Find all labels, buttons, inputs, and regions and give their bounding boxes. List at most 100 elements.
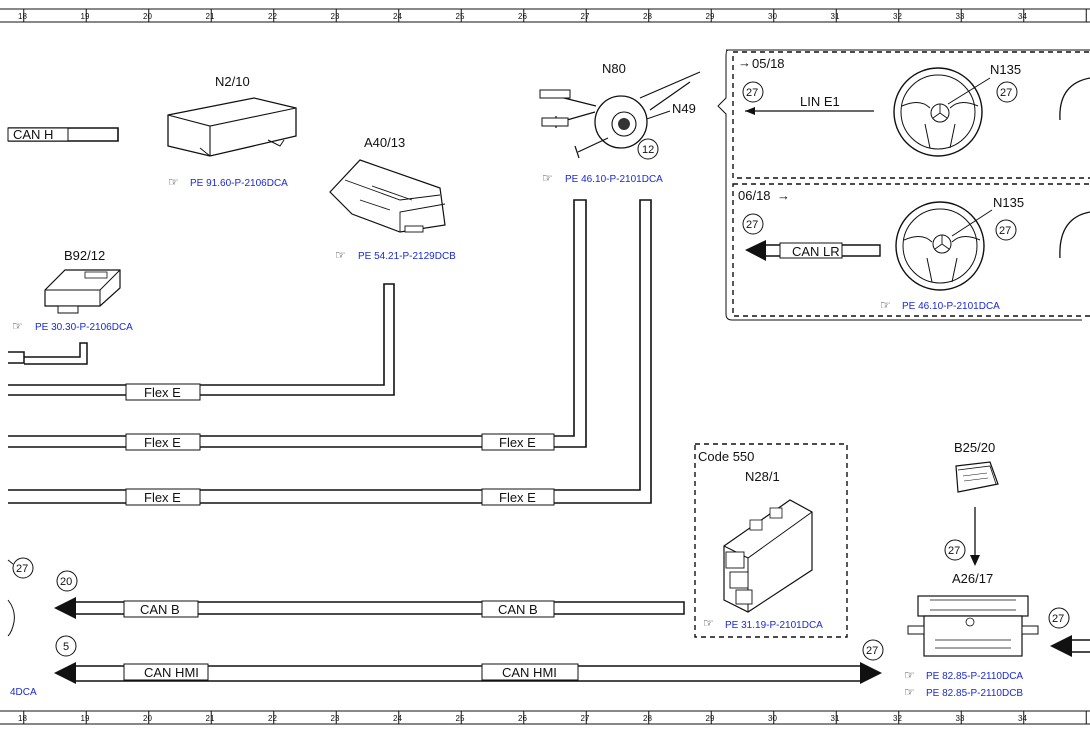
svg-text:27: 27 xyxy=(999,225,1011,237)
n80-component[interactable]: N80 N49 12 ☞ PE 46.10-P-2101DCA xyxy=(539,61,701,185)
ruler-number: 27 xyxy=(581,12,590,21)
circle-ref-27[interactable]: 27 xyxy=(862,639,884,661)
ruler-number: 24 xyxy=(393,12,402,21)
svg-text:☞: ☞ xyxy=(12,319,23,333)
circle-ref-27[interactable]: 27 xyxy=(944,539,966,561)
reference-icon: ☞ xyxy=(335,248,346,262)
circle-ref-27[interactable]: 27 xyxy=(12,557,34,579)
svg-text:27: 27 xyxy=(948,545,960,557)
circle-ref-20[interactable]: 20 xyxy=(56,570,78,592)
ruler-number: 20 xyxy=(143,12,152,21)
ruler-number: 32 xyxy=(893,12,902,21)
circle-ref-27[interactable]: 27 xyxy=(996,81,1018,103)
n2-10-component[interactable]: N2/10 ☞ PE 91.60-P-2106DCA xyxy=(167,74,297,189)
circle-ref-27[interactable]: 27 xyxy=(1048,607,1070,629)
ruler-number: 25 xyxy=(456,12,465,21)
a26-17-label: A26/17 xyxy=(952,571,993,586)
circle-ref-27[interactable]: 27 xyxy=(995,219,1017,241)
ruler-number: 19 xyxy=(81,12,90,21)
ruler-number: 22 xyxy=(268,12,277,21)
can-h-label: CAN H xyxy=(13,127,53,142)
b92-12-ref[interactable]: PE 30.30-P-2106DCA xyxy=(35,322,133,333)
ruler-number: 23 xyxy=(331,714,340,723)
n135-bottom-label: N135 xyxy=(993,195,1024,210)
circle-ref-27[interactable]: 27 xyxy=(742,213,764,235)
svg-text:☞: ☞ xyxy=(703,616,714,630)
ruler-number: 27 xyxy=(581,714,590,723)
ruler-number: 28 xyxy=(643,12,652,21)
lin-e1-label: LIN E1 xyxy=(800,94,840,109)
ruler-number: 30 xyxy=(768,12,777,21)
ruler-number: 20 xyxy=(143,714,152,723)
can-h-stub: CAN H xyxy=(7,127,119,142)
ruler-number: 28 xyxy=(643,714,652,723)
reference-icon: ☞ xyxy=(904,685,915,699)
flex-e-bus-3: Flex E Flex E xyxy=(8,199,652,506)
can-lr-label: CAN LR xyxy=(792,244,840,259)
n2-10-ref[interactable]: PE 91.60-P-2106DCA xyxy=(190,178,288,189)
flex-e-bus-1: Flex E xyxy=(8,283,395,401)
svg-text:27: 27 xyxy=(866,645,878,657)
reference-icon: ☞ xyxy=(542,171,553,185)
ruler-number: 33 xyxy=(956,714,965,723)
ruler-number: 29 xyxy=(706,714,715,723)
n28-1-component[interactable]: N28/1 xyxy=(723,469,813,613)
n28-1-label: N28/1 xyxy=(745,469,780,484)
code-550-label: Code 550 xyxy=(698,449,754,464)
ruler-number: 29 xyxy=(706,12,715,21)
svg-text:27: 27 xyxy=(746,219,758,231)
reference-icon: ☞ xyxy=(703,616,714,630)
svg-text:☞: ☞ xyxy=(335,248,346,262)
svg-text:27: 27 xyxy=(1052,613,1064,625)
b92-12-label: B92/12 xyxy=(64,248,105,263)
n135-ref[interactable]: PE 46.10-P-2101DCA xyxy=(902,301,1000,312)
b25-20-component[interactable]: B25/20 xyxy=(954,440,999,566)
ruler-number: 34 xyxy=(1018,12,1027,21)
a40-13-ref[interactable]: PE 54.21-P-2129DCB xyxy=(358,251,456,262)
ruler-number: 18 xyxy=(18,714,27,723)
left-edge-partial: 27 4DCA xyxy=(7,557,37,698)
n80-ref[interactable]: PE 46.10-P-2101DCA xyxy=(565,174,663,185)
b92-12-component[interactable]: B92/12 ☞ PE 30.30-P-2106DCA xyxy=(12,248,133,333)
a40-13-label: A40/13 xyxy=(364,135,405,150)
left-cut-ref[interactable]: 4DCA xyxy=(10,687,37,698)
ruler-number: 21 xyxy=(206,12,215,21)
can-lr-line: CAN LR xyxy=(745,240,881,261)
b92-12-wire xyxy=(8,342,88,365)
can-hmi-label: CAN HMI xyxy=(502,665,557,680)
lin-e1-line: LIN E1 xyxy=(745,94,874,115)
circle-ref-27[interactable]: 27 xyxy=(742,81,764,103)
n135-variants-box: → 05/18 06/18 → N135 LIN E1 27 27 xyxy=(717,49,1090,321)
circle-ref-12[interactable]: 12 xyxy=(637,138,659,160)
n80-label: N80 xyxy=(602,61,626,76)
ruler-number: 32 xyxy=(893,714,902,723)
flex-e-label: Flex E xyxy=(499,490,536,505)
a40-13-component[interactable]: A40/13 ☞ PE 54.21-P-2129DCB xyxy=(329,135,456,262)
flex-e-label: Flex E xyxy=(144,385,181,400)
flex-e-bus-2: Flex E Flex E xyxy=(8,199,587,451)
ruler-number: 34 xyxy=(1018,714,1027,723)
ruler-number: 30 xyxy=(768,714,777,723)
circle-ref-5[interactable]: 5 xyxy=(55,635,77,657)
can-hmi-label: CAN HMI xyxy=(144,665,199,680)
a26-17-ref-b[interactable]: PE 82.85-P-2110DCB xyxy=(926,688,1023,699)
reference-icon: ☞ xyxy=(12,319,23,333)
reference-icon: ☞ xyxy=(168,175,179,189)
ruler-number: 25 xyxy=(456,714,465,723)
flex-e-label: Flex E xyxy=(144,435,181,450)
svg-text:12: 12 xyxy=(642,144,654,156)
reference-icon: ☞ xyxy=(904,668,915,682)
n49-label: N49 xyxy=(672,101,696,116)
n28-1-ref[interactable]: PE 31.19-P-2101DCA xyxy=(725,620,823,631)
a26-17-component[interactable]: A26/17 ☞ PE 82.85-P-2110DCA ☞ PE 82.85-P… xyxy=(904,571,1039,699)
n135-bottom-wheel[interactable]: N135 xyxy=(895,195,1024,291)
can-b-label: CAN B xyxy=(498,602,538,617)
n135-top-wheel[interactable]: N135 xyxy=(893,62,1021,157)
ruler-number: 26 xyxy=(518,714,527,723)
svg-text:☞: ☞ xyxy=(904,685,915,699)
ruler-number: 31 xyxy=(831,714,840,723)
right-edge-arrow: 27 xyxy=(1048,607,1090,657)
ruler-number: 33 xyxy=(956,12,965,21)
can-b-label: CAN B xyxy=(140,602,180,617)
a26-17-ref-a[interactable]: PE 82.85-P-2110DCA xyxy=(926,671,1023,682)
